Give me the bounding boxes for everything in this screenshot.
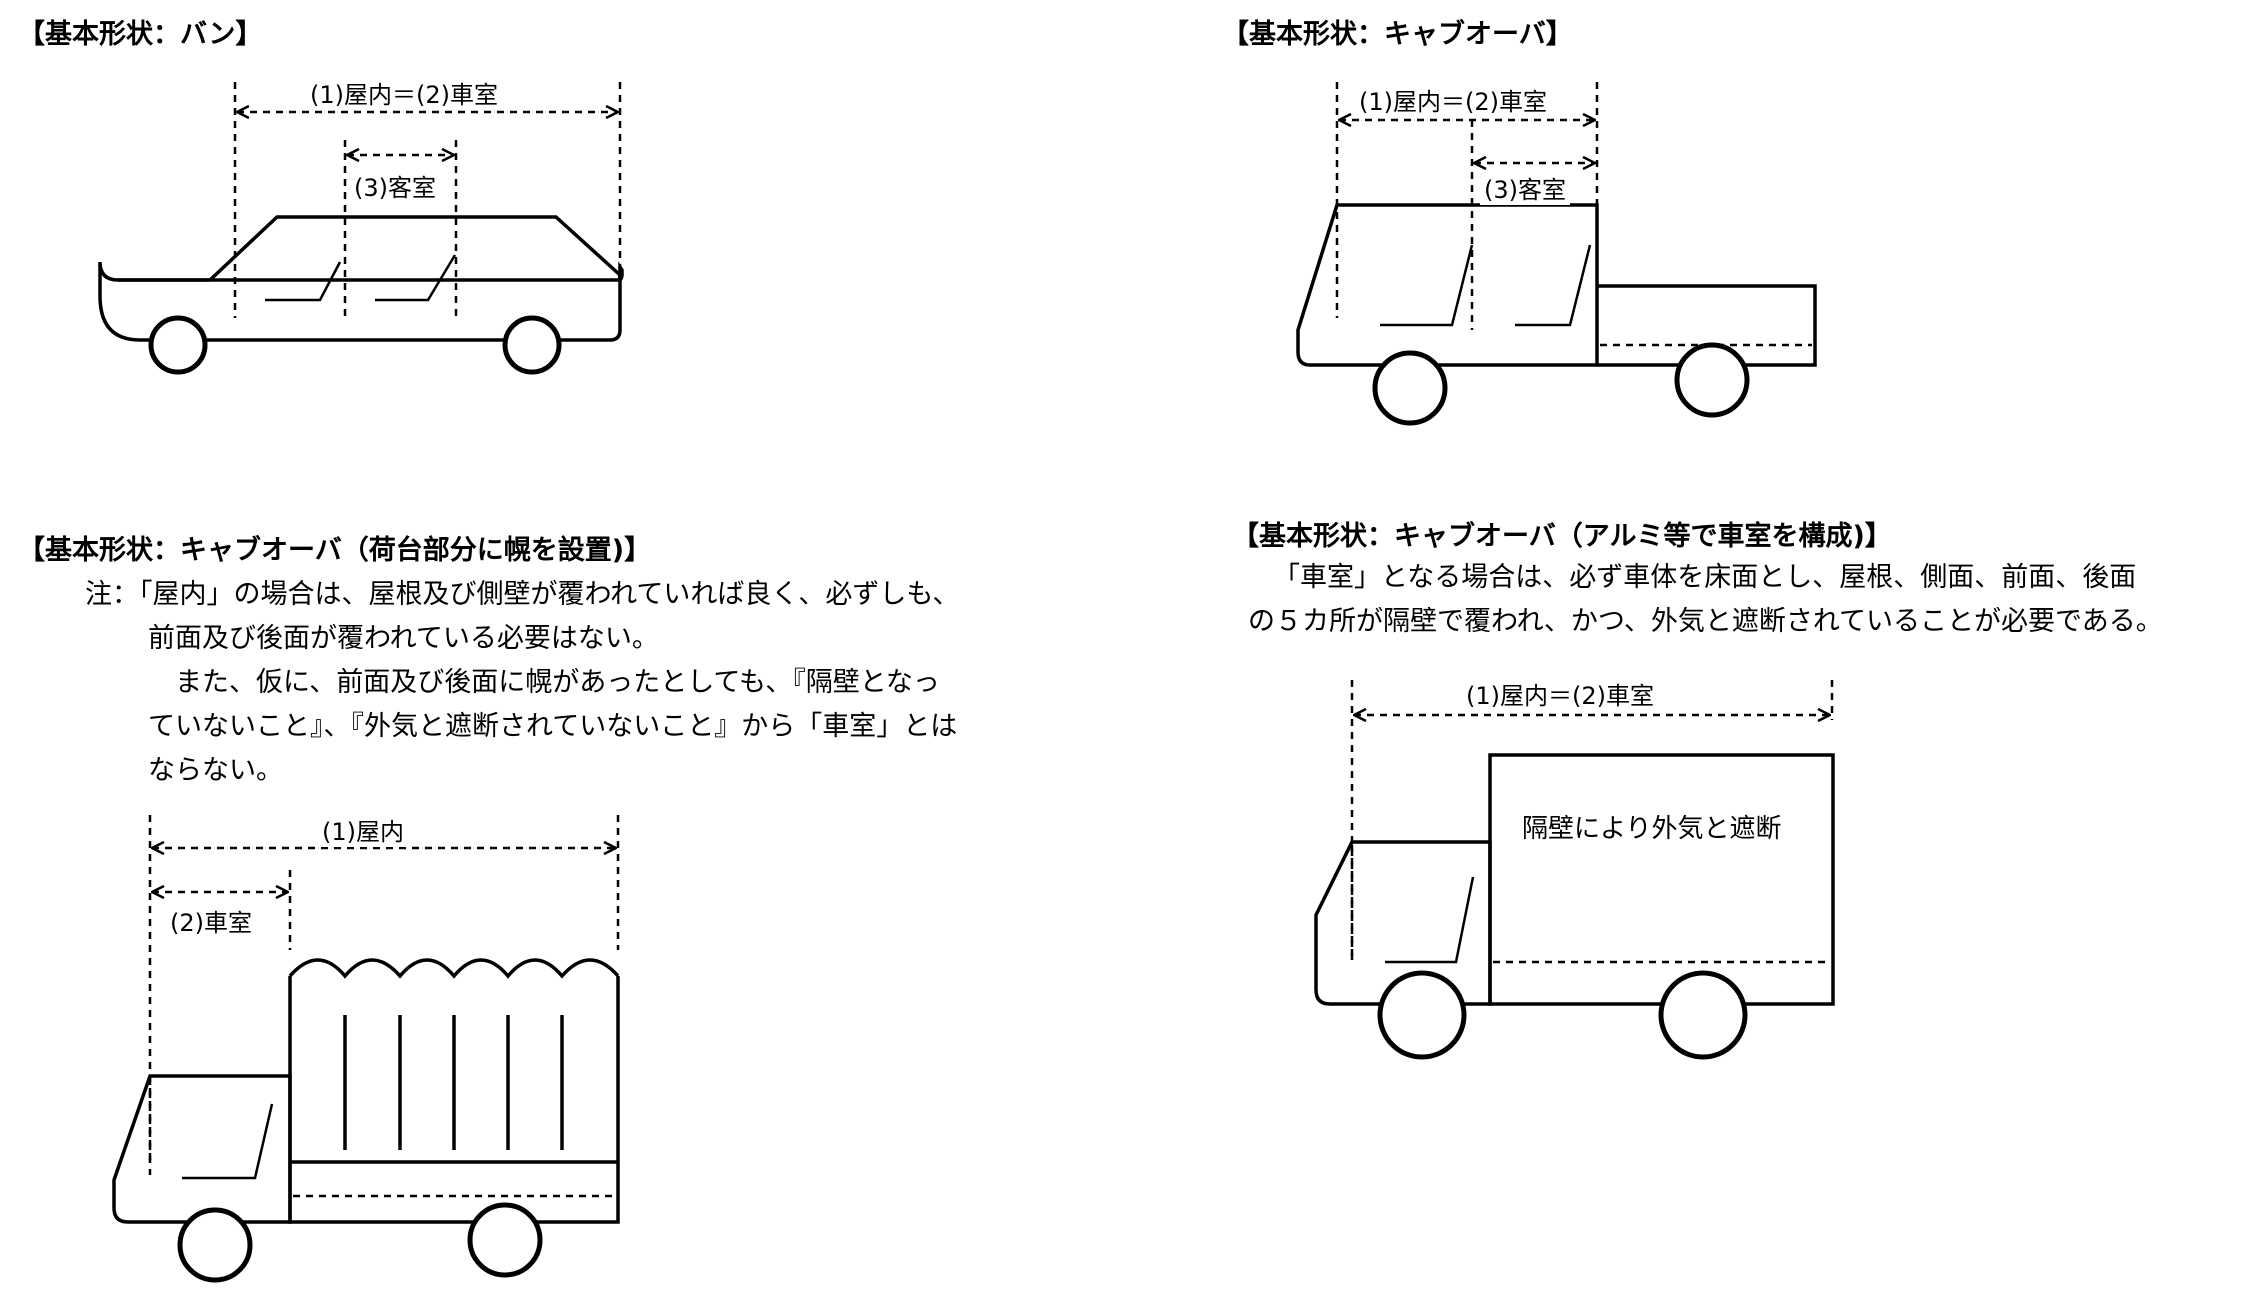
note-line: ならない。 <box>148 755 283 786</box>
aluminum-box-label: 隔壁により外気と遮断 <box>1522 814 1782 844</box>
wheel <box>1658 970 1748 1060</box>
wheel <box>148 315 208 375</box>
note-line: 前面及び後面が覆われている必要はない。 <box>148 623 659 654</box>
window-line <box>1515 244 1592 327</box>
wheel <box>502 315 562 375</box>
window-line <box>182 1103 274 1180</box>
cabover-aluminum-diagram <box>1314 680 1835 1060</box>
wheel <box>1674 342 1750 418</box>
description-line: の５カ所が隔壁で覆われ、かつ、外気と遮断されていることが必要である。 <box>1248 606 2163 637</box>
van-body <box>98 215 622 342</box>
dimension-label-cabover-total: (1)屋内＝(2)車室 <box>1355 82 1551 117</box>
window-line <box>1380 244 1474 327</box>
window-line <box>375 254 457 302</box>
note-line: ていないこと』、『外気と遮断されていないこと』から「車室」とは <box>148 711 958 742</box>
dimension-label-hood-cabin: (2)車室 <box>166 903 256 938</box>
note-hood: 注：「屋内」の場合は、屋根及び側壁が覆われていれば良く、必ずしも、 前面及び後面… <box>85 573 1085 793</box>
window-line <box>1385 876 1475 964</box>
hood-canopy <box>288 958 620 979</box>
description-line: 「車室」となる場合は、必ず車体を床面とし、屋根、側面、前面、後面 <box>1273 562 2137 593</box>
note-line: また、仮に、前面及び後面に幌があったとしても、『隔壁となっ <box>175 667 940 698</box>
note-line: 注：「屋内」の場合は、屋根及び側壁が覆われていれば良く、必ずしも、 <box>85 579 960 610</box>
cab-body <box>1296 203 1599 367</box>
aluminum-box <box>1488 753 1835 1006</box>
dimension-label-cabover-cabin: (3)客室 <box>1480 170 1570 205</box>
van-diagram <box>98 82 624 375</box>
dimension-label-van-cabin: (3)客室 <box>350 168 440 203</box>
wheel <box>467 1202 543 1278</box>
description-aluminum: 「車室」となる場合は、必ず車体を床面とし、屋根、側面、前面、後面 の５カ所が隔壁… <box>1248 556 2248 644</box>
cabover-hood-diagram <box>112 815 620 1283</box>
wheel <box>1372 350 1448 426</box>
dimension-label-hood-total: (1)屋内 <box>318 812 408 847</box>
cabover-diagram <box>1296 82 1817 426</box>
heading-cabover-hood: 【基本形状：キャブオーバ（荷台部分に幌を設置)】 <box>18 535 652 566</box>
dimension-label-van-total: (1)屋内＝(2)車室 <box>306 75 502 110</box>
dimension-label-aluminum-total: (1)屋内＝(2)車室 <box>1462 676 1658 711</box>
heading-cabover: 【基本形状：キャブオーバ】 <box>1222 19 1573 50</box>
window-line <box>265 261 342 302</box>
hood-frame <box>288 976 620 1224</box>
wheel <box>177 1207 253 1283</box>
heading-van: 【基本形状：バン】 <box>18 19 263 50</box>
heading-cabover-aluminum: 【基本形状：キャブオーバ（アルミ等で車室を構成)】 <box>1232 521 1892 552</box>
wheel <box>1377 970 1467 1060</box>
cab-body <box>112 1074 292 1224</box>
